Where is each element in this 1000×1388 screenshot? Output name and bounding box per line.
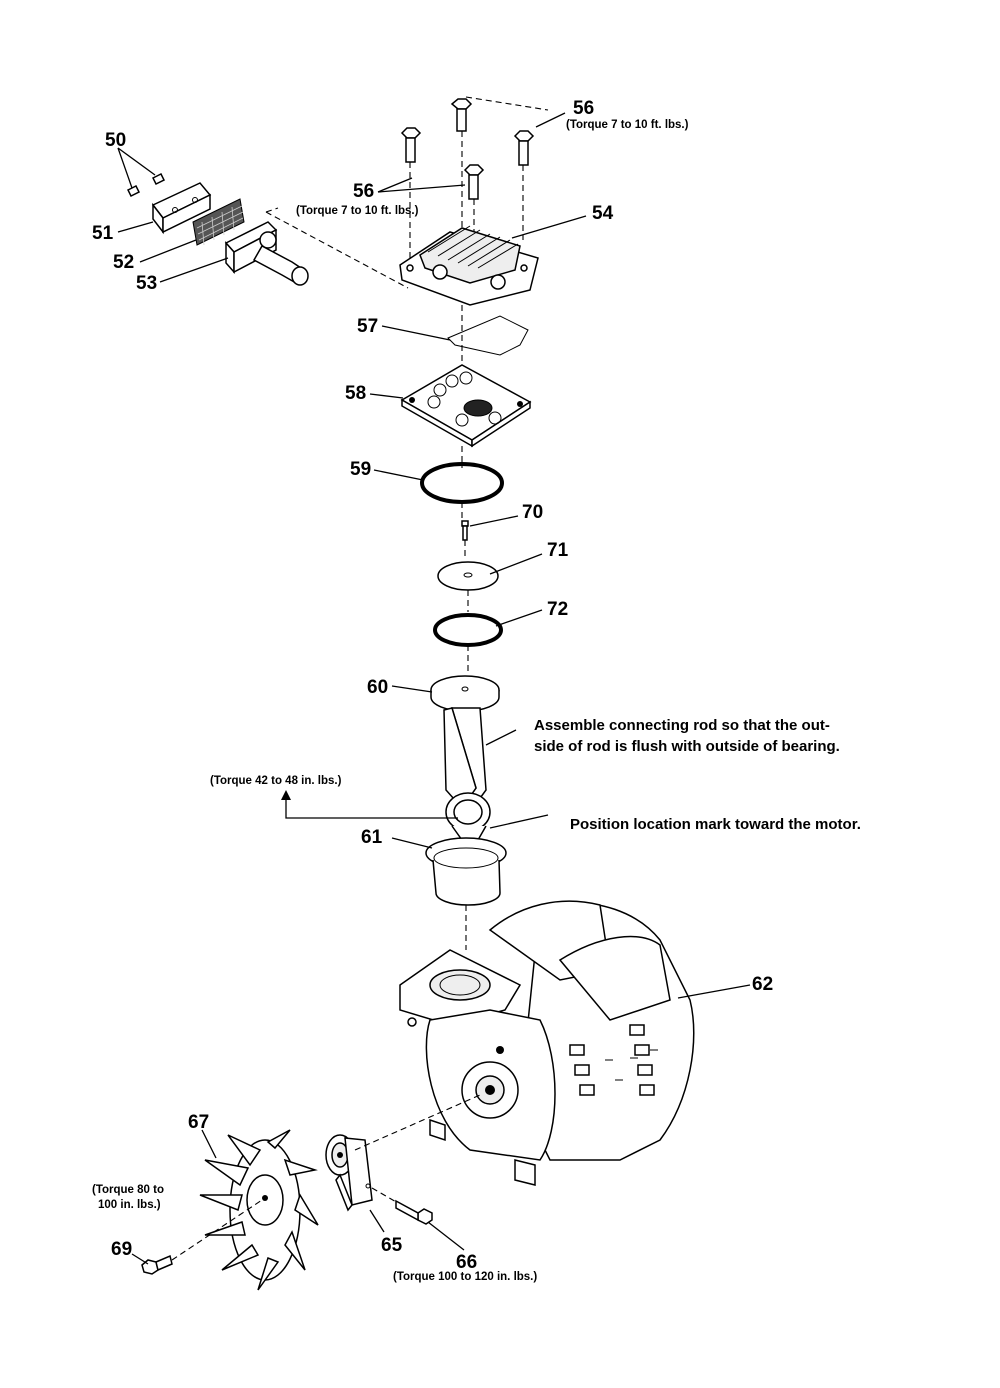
note-location-mark: Position location mark toward the motor. <box>570 816 861 833</box>
part-label-70: 70 <box>522 502 544 523</box>
part-label-67: 67 <box>188 1112 210 1133</box>
cylinder-sleeve-61 <box>425 837 507 906</box>
part-label-57: 57 <box>357 316 379 337</box>
torque-note-56-left: (Torque 7 to 10 ft. lbs.) <box>296 205 419 217</box>
part-label-50: 50 <box>105 130 127 151</box>
head-bolt-56-center <box>463 164 485 200</box>
part-label-56-right: 56 <box>573 98 595 119</box>
filter-element-52 <box>192 198 245 246</box>
note-connecting-rod-line2: side of rod is flush with outside of bea… <box>534 738 840 755</box>
part-label-58: 58 <box>345 383 367 404</box>
torque-note-rod: (Torque 42 to 48 in. lbs.) <box>210 775 342 787</box>
part-label-61: 61 <box>361 827 383 848</box>
bearing-bracket-65 <box>325 1134 373 1212</box>
part-label-56-left: 56 <box>353 181 375 202</box>
screw-70 <box>461 520 469 541</box>
part-label-71: 71 <box>547 540 569 561</box>
part-label-52: 52 <box>113 252 135 273</box>
part-label-66: 66 <box>456 1252 478 1273</box>
filter-cover-51 <box>151 182 212 235</box>
part-label-53: 53 <box>136 273 158 294</box>
gasket-57 <box>447 315 529 356</box>
filter-housing-53 <box>224 221 309 286</box>
screw-66 <box>395 1199 433 1225</box>
part-label-59: 59 <box>350 459 372 480</box>
cylinder-head-54 <box>399 225 539 306</box>
o-ring-59 <box>420 462 504 504</box>
piston-ring-72 <box>433 613 503 647</box>
torque-note-69-line2: 100 in. lbs.) <box>98 1199 161 1211</box>
head-bolt-56-left <box>400 127 422 163</box>
part-label-65: 65 <box>381 1235 403 1256</box>
torque-note-66: (Torque 100 to 120 in. lbs.) <box>393 1271 538 1283</box>
fan-67 <box>199 1129 319 1291</box>
valve-disc-71 <box>437 561 499 591</box>
part-label-69: 69 <box>111 1239 133 1260</box>
part-label-54: 54 <box>592 203 614 224</box>
piston-connecting-rod-60 <box>430 675 500 841</box>
part-label-60: 60 <box>367 677 389 698</box>
head-bolt-56-right <box>513 130 535 166</box>
head-bolt-56-top <box>450 98 473 132</box>
torque-note-69-line1: (Torque 80 to <box>92 1184 164 1196</box>
fan-bolt-69 <box>141 1254 173 1275</box>
note-connecting-rod-line1: Assemble connecting rod so that the out- <box>534 717 830 734</box>
part-label-51: 51 <box>92 223 114 244</box>
motor-62 <box>399 900 695 1186</box>
valve-plate-58 <box>400 364 532 448</box>
part-label-62: 62 <box>752 974 774 995</box>
screws-50 <box>126 172 166 198</box>
torque-note-56-right: (Torque 7 to 10 ft. lbs.) <box>566 119 689 131</box>
part-label-72: 72 <box>547 599 569 620</box>
